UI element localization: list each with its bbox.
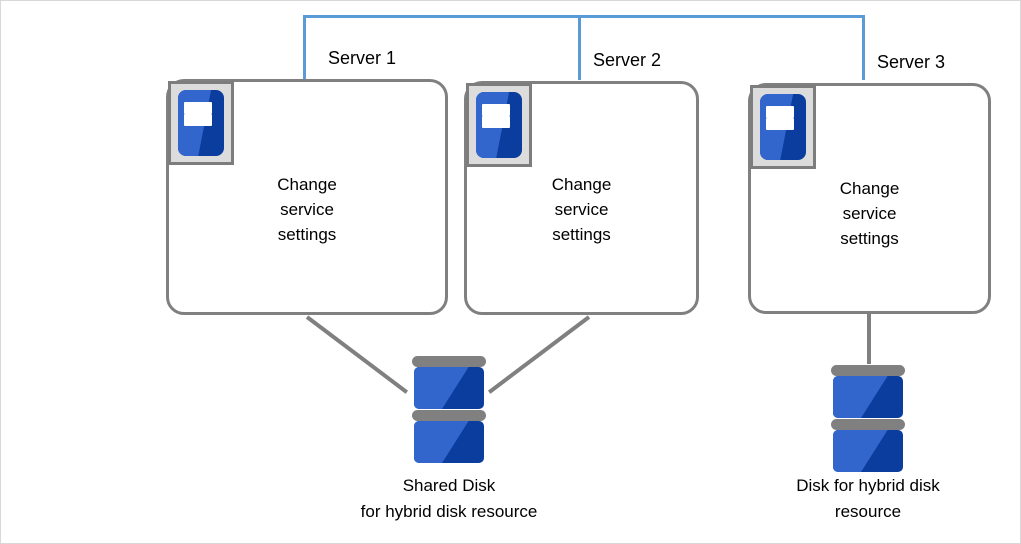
disk-bar-top	[412, 356, 486, 367]
server-icon-bar-top	[481, 103, 510, 116]
disk-body-bottom	[414, 421, 484, 463]
server-icon-chip	[476, 92, 522, 158]
server-icon-bar-bottom	[765, 118, 794, 131]
server-icon	[168, 81, 234, 165]
server-icon-chip	[178, 90, 224, 156]
shared-disk-caption-line-2: for hybrid disk resource	[360, 502, 538, 521]
connector-server-3-to-local-disk	[867, 314, 871, 364]
bracket-drop-server-1	[303, 15, 306, 80]
server-icon-bar-bottom	[481, 116, 510, 129]
server-2-body-line-3: settings	[552, 225, 611, 244]
bracket-drop-server-3	[862, 15, 865, 80]
connector-server-1-to-shared-disk	[305, 315, 409, 394]
server-icon-bar-top	[765, 105, 794, 118]
server-2-body-line-1: Change	[551, 175, 612, 194]
connector-server-2-to-shared-disk	[487, 315, 591, 394]
server-icon-chip	[760, 94, 806, 160]
server-2-label: Server 2	[593, 50, 662, 70]
server-1-body-line-1: Change	[277, 175, 337, 194]
disk-highlight	[414, 367, 469, 409]
server-1-body-line-3: settings	[277, 225, 337, 244]
disk-body-top	[833, 376, 903, 418]
server-3-body-line-2: service	[842, 204, 897, 223]
server-3-label: Server 3	[877, 52, 946, 72]
disk-bar-middle	[412, 410, 486, 421]
disk-bar-top	[831, 365, 905, 376]
shared-disk-icon	[412, 356, 486, 464]
disk-highlight	[833, 376, 888, 418]
server-2-body: Change service settings	[467, 172, 696, 247]
disk-body-top	[414, 367, 484, 409]
server-icon-bar-bottom	[183, 114, 212, 127]
local-disk-caption-line-1: Disk for hybrid disk	[796, 476, 940, 495]
shared-disk-caption: Shared Disk for hybrid disk resource	[299, 473, 599, 525]
server-3-body: Change service settings	[751, 176, 988, 251]
server-3-body-line-1: Change	[839, 179, 900, 198]
shared-disk-caption-line-1: Shared Disk	[402, 476, 496, 495]
server-icon-bar-top	[183, 101, 212, 114]
server-icon	[750, 85, 816, 169]
server-3-body-line-3: settings	[840, 229, 899, 248]
server-2-body-line-2: service	[554, 200, 609, 219]
local-disk-caption-line-2: resource	[834, 502, 902, 521]
bracket-drop-server-2	[578, 15, 581, 80]
server-1-body-line-2: service	[280, 200, 334, 219]
local-disk-caption: Disk for hybrid disk resource	[718, 473, 1018, 525]
server-1-label: Server 1	[328, 48, 397, 68]
disk-body-bottom	[833, 430, 903, 472]
disk-bar-middle	[831, 419, 905, 430]
bracket-top-horizontal	[303, 15, 865, 18]
server-icon	[466, 83, 532, 167]
local-disk-icon	[831, 365, 905, 473]
disk-highlight	[414, 421, 469, 463]
server-1-body: Change service settings	[169, 172, 445, 247]
disk-highlight	[833, 430, 888, 472]
